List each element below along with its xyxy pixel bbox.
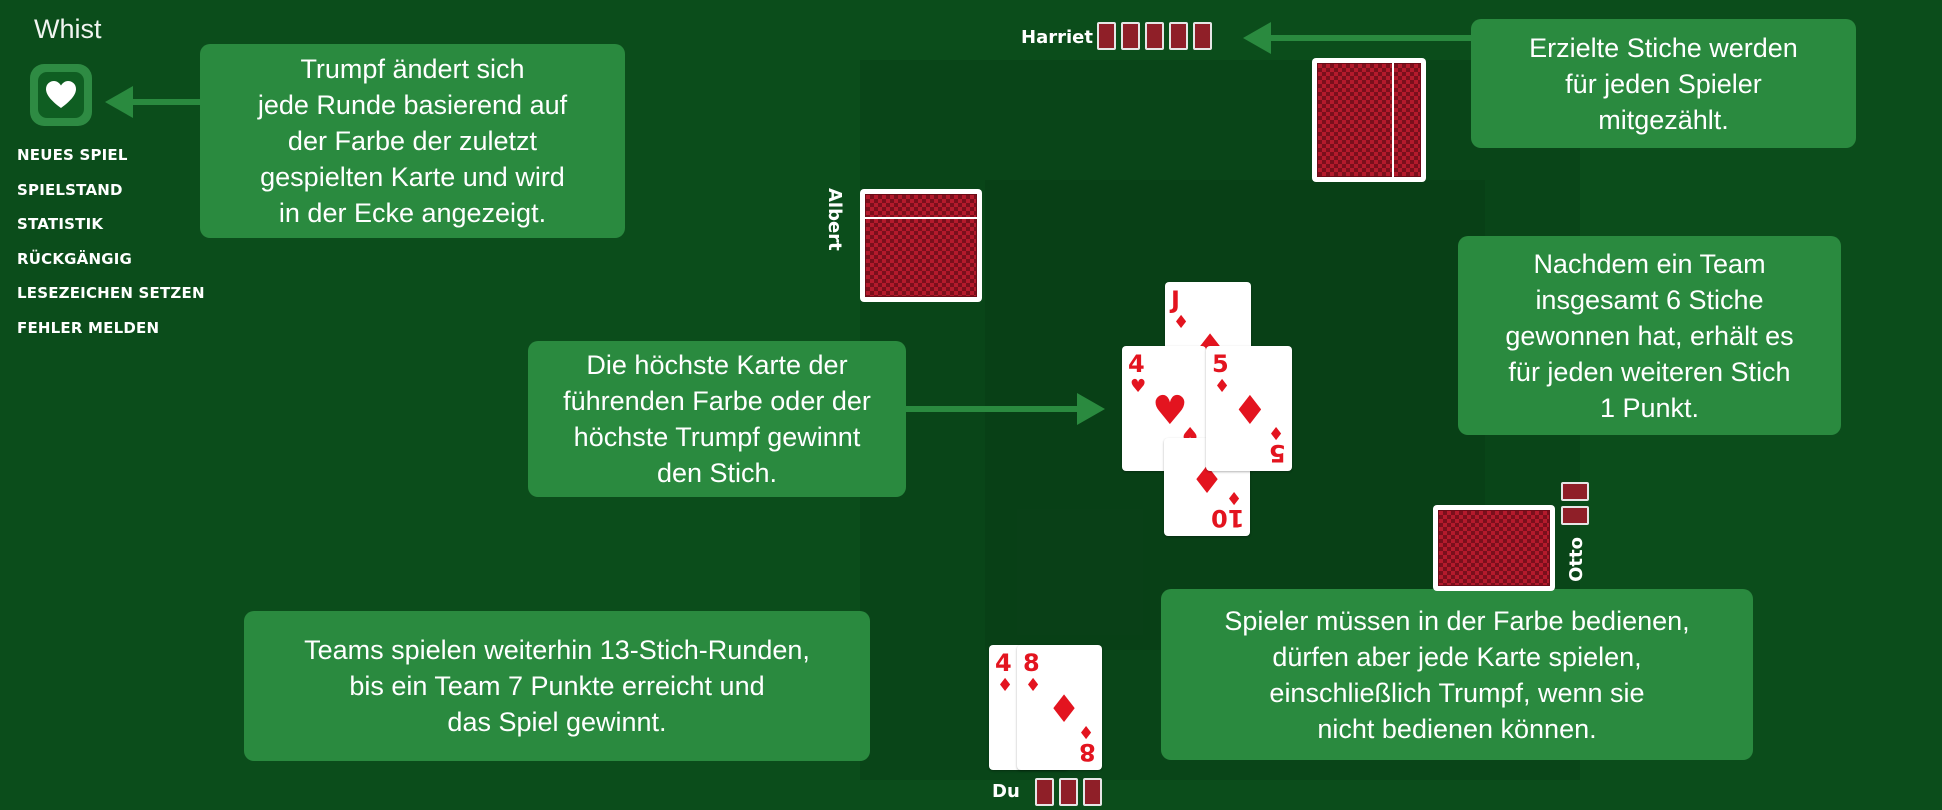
trump-indicator bbox=[30, 64, 92, 126]
menu-bookmark[interactable]: LESEZEICHEN SETZEN bbox=[17, 284, 205, 302]
trick-pile bbox=[1145, 22, 1164, 50]
tip-follow-suit: Spieler müssen in der Farbe bedienen, dü… bbox=[1161, 589, 1753, 760]
tip-tricks-counted: Erzielte Stiche werden für jeden Spieler… bbox=[1471, 19, 1856, 148]
arrow-to-trump bbox=[105, 86, 205, 118]
trick-pile bbox=[1083, 778, 1102, 806]
tip-tricks-counted-text: Erzielte Stiche werden für jeden Spieler… bbox=[1529, 32, 1798, 135]
trick-pile bbox=[1121, 22, 1140, 50]
player-name-east: Otto bbox=[1566, 537, 1587, 582]
tip-trump-text: Trumpf ändert sich jede Runde basierend … bbox=[257, 54, 568, 228]
trick-pile bbox=[1561, 482, 1589, 501]
tip-highest-card-text: Die höchste Karte der führenden Farbe od… bbox=[563, 350, 871, 488]
tricks-east bbox=[1561, 482, 1589, 525]
hand-card[interactable]: 8 ♦ ♦ ♦ 8 bbox=[1017, 645, 1102, 770]
card-back-north bbox=[1312, 58, 1426, 182]
main-menu: NEUES SPIEL SPIELSTAND STATISTIK RÜCKGÄN… bbox=[17, 145, 205, 352]
trick-pile bbox=[1097, 22, 1116, 50]
menu-score[interactable]: SPIELSTAND bbox=[17, 180, 123, 199]
menu-report-bug[interactable]: FEHLER MELDEN bbox=[17, 318, 160, 337]
tip-highest-card: Die höchste Karte der führenden Farbe od… bbox=[528, 341, 906, 497]
player-name-south: Du bbox=[992, 781, 1020, 802]
tip-rounds-text: Teams spielen weiterhin 13-Stich-Runden,… bbox=[304, 635, 810, 737]
arrow-to-tricks bbox=[1243, 22, 1475, 54]
app-title: Whist bbox=[34, 14, 102, 44]
tip-six-tricks: Nachdem ein Team insgesamt 6 Stiche gewo… bbox=[1458, 236, 1841, 435]
tricks-north bbox=[1097, 22, 1212, 50]
menu-new-game[interactable]: NEUES SPIEL bbox=[17, 146, 128, 164]
card-edge-north bbox=[1392, 63, 1394, 177]
player-name-west: Albert bbox=[824, 188, 845, 251]
card-edge-west bbox=[865, 217, 977, 219]
arrow-to-trick bbox=[903, 393, 1105, 425]
trick-pile bbox=[1169, 22, 1188, 50]
menu-statistics[interactable]: STATISTIK bbox=[17, 215, 104, 233]
trick-pile bbox=[1035, 778, 1054, 806]
trick-pile bbox=[1561, 506, 1589, 525]
card-back-west bbox=[860, 189, 982, 302]
card-back-east bbox=[1433, 505, 1555, 591]
trick-card-east: 5 ♦ ♦ ♦ 5 bbox=[1206, 346, 1292, 471]
tip-trump: Trumpf ändert sich jede Runde basierend … bbox=[200, 44, 625, 238]
heart-icon bbox=[46, 81, 76, 108]
trick-pile bbox=[1193, 22, 1212, 50]
tip-rounds: Teams spielen weiterhin 13-Stich-Runden,… bbox=[244, 611, 870, 761]
tip-follow-suit-text: Spieler müssen in der Farbe bedienen, dü… bbox=[1224, 605, 1690, 744]
trick-pile bbox=[1059, 778, 1078, 806]
tricks-south bbox=[1035, 778, 1102, 806]
player-name-north: Harriet bbox=[1021, 27, 1093, 48]
menu-undo[interactable]: RÜCKGÄNGIG bbox=[17, 249, 133, 268]
tip-six-tricks-text: Nachdem ein Team insgesamt 6 Stiche gewo… bbox=[1505, 248, 1794, 423]
